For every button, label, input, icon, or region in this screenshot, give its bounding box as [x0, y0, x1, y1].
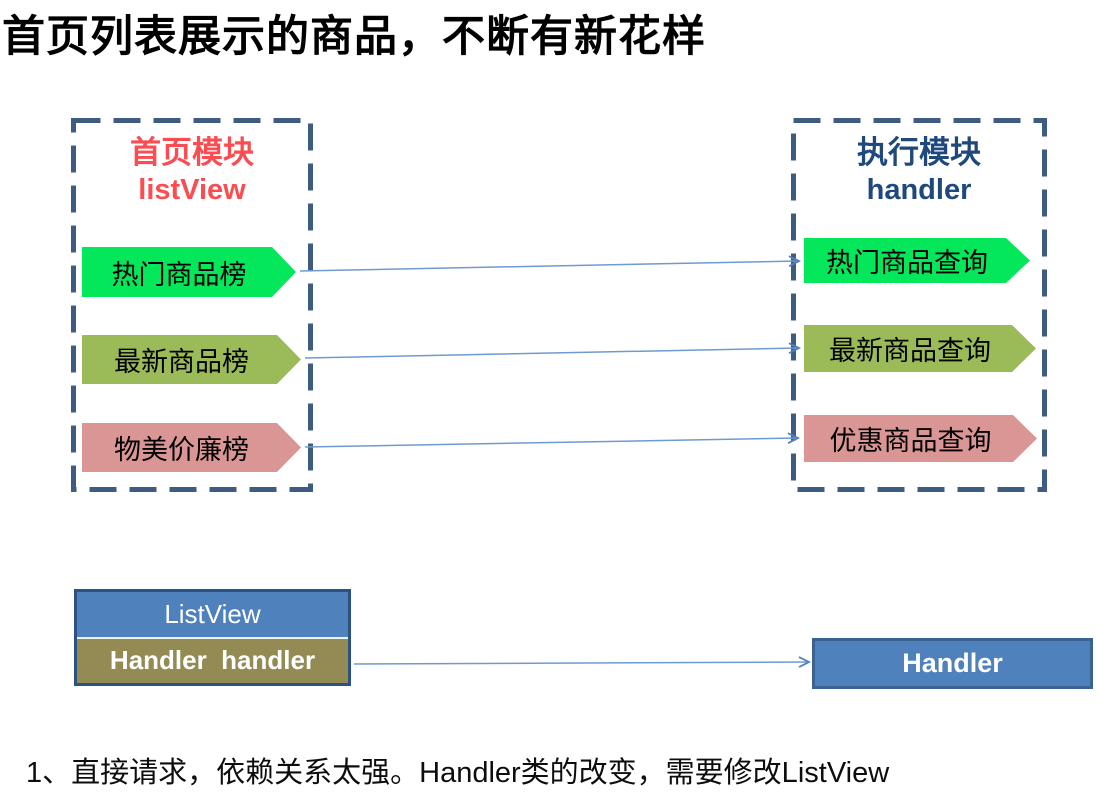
handler-class-box: Handler — [812, 638, 1093, 689]
home-module-title: 首页模块 — [130, 135, 254, 170]
footnote: 1、直接请求，依赖关系太强。Handler类的改变，需要修改ListView — [26, 757, 890, 789]
connector-hot — [299, 255, 802, 272]
list-item-hot-rank: 热门商品榜 — [82, 247, 296, 297]
list-item-discount-query: 优惠商品查询 — [804, 415, 1037, 462]
list-item-label: 最新商品查询 — [829, 336, 991, 366]
list-item-label: 热门商品查询 — [826, 248, 988, 278]
list-item-new-rank: 最新商品榜 — [82, 335, 301, 384]
list-item-hot-query: 热门商品查询 — [804, 238, 1030, 283]
page-title: 首页列表展示的商品，不断有新花样 — [2, 14, 706, 61]
connector-new — [304, 342, 802, 359]
list-item-label: 优惠商品查询 — [829, 426, 992, 456]
list-item-label: 热门商品榜 — [111, 259, 247, 290]
listview-class-member: Handler handler — [77, 636, 348, 683]
listview-class-name: ListView — [77, 592, 348, 637]
connector-listview-handler — [353, 656, 812, 668]
list-item-new-query: 最新商品查询 — [804, 325, 1036, 372]
handler-module-title: 执行模块 — [857, 135, 981, 170]
listview-class-box: ListView Handler handler — [74, 589, 351, 686]
connector-discount — [304, 432, 801, 448]
home-module-subtitle: listView — [138, 174, 246, 206]
list-item-label: 物美价廉榜 — [114, 435, 249, 465]
list-item-label: 最新商品榜 — [114, 347, 249, 377]
handler-module-subtitle: handler — [866, 174, 972, 206]
list-item-value-rank: 物美价廉榜 — [82, 423, 301, 472]
